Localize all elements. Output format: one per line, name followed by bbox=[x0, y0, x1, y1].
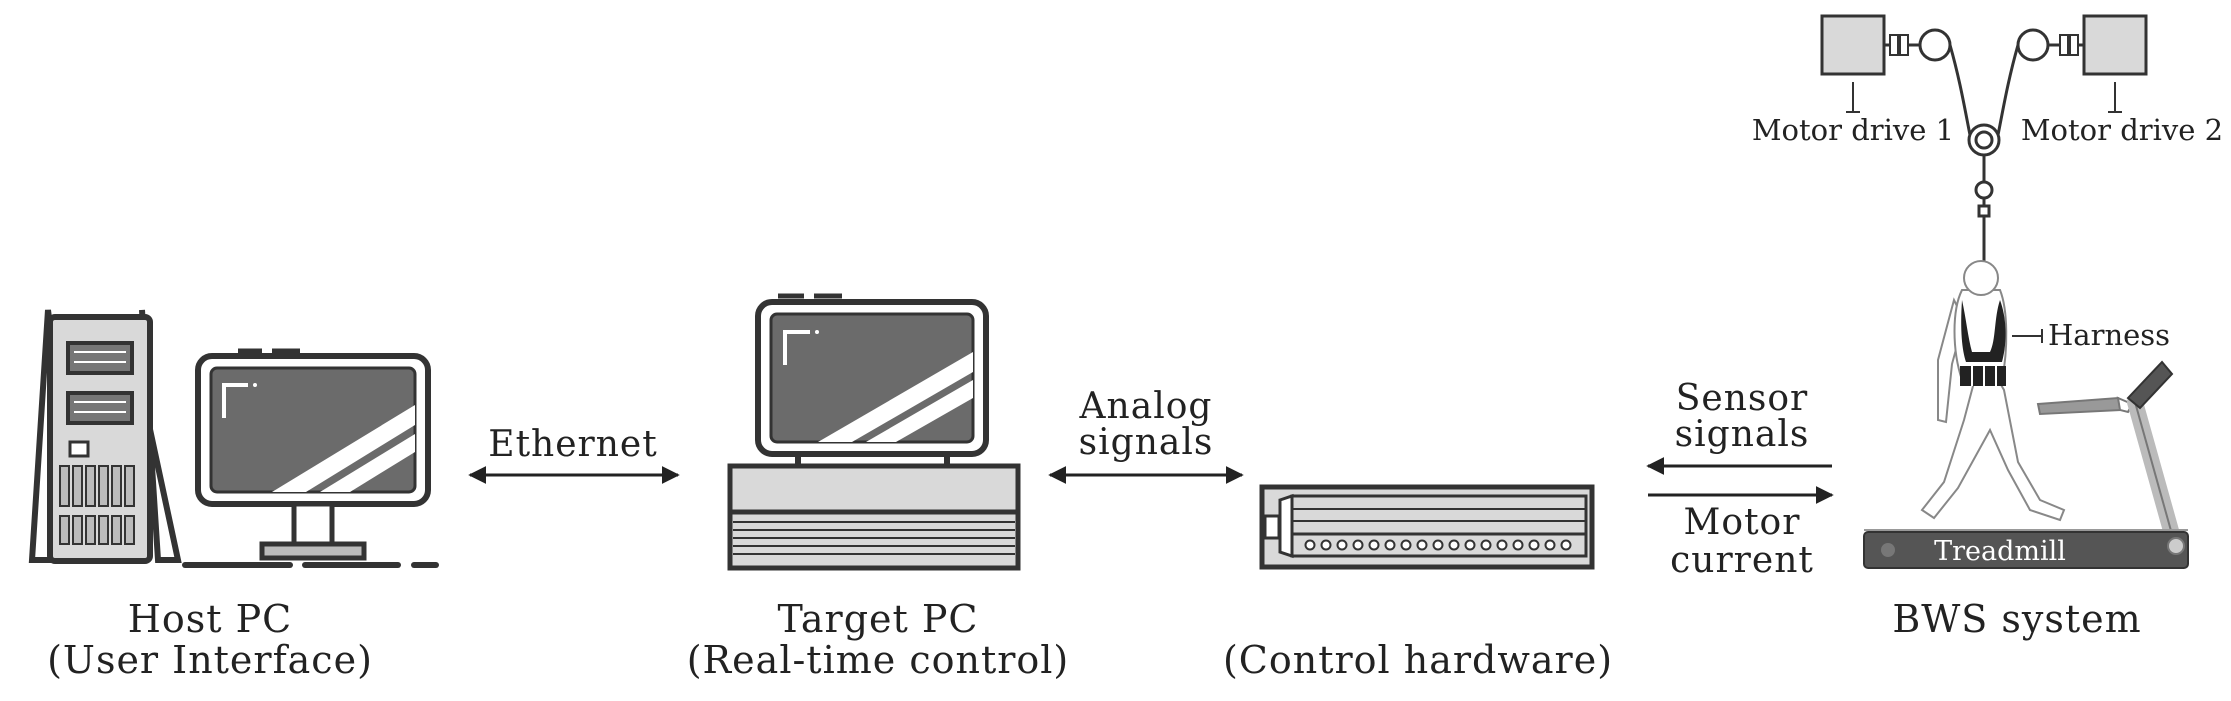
host-pc: Host PC (User Interface) bbox=[28, 309, 439, 682]
control-hardware-subtitle: (Control hardware) bbox=[1223, 638, 1613, 682]
motor-drive-2-label: Motor drive 2 bbox=[2021, 113, 2223, 147]
motor-current-line1: Motor bbox=[1684, 502, 1801, 543]
cable-pulley-icon bbox=[1948, 44, 2020, 268]
harness-label: Harness bbox=[2048, 318, 2170, 352]
treadmill-icon bbox=[1863, 360, 2189, 569]
ethernet-link: Ethernet bbox=[468, 424, 680, 484]
monitor-icon bbox=[182, 348, 439, 568]
sensor-signals-line2: signals bbox=[1675, 414, 1810, 455]
motor-drive-1-label: Motor drive 1 bbox=[1752, 113, 1954, 147]
motor-current-line2: current bbox=[1670, 540, 1814, 581]
ethernet-label: Ethernet bbox=[488, 424, 657, 465]
harness-icon bbox=[1960, 300, 2043, 386]
sensor-signals-line1: Sensor bbox=[1676, 378, 1809, 419]
tower-icon bbox=[28, 309, 182, 564]
target-monitor-icon bbox=[755, 293, 989, 466]
walking-person-icon bbox=[1920, 260, 2066, 522]
motor-drive-1-icon bbox=[1820, 14, 1952, 113]
analog-signals-link: Analog signals bbox=[1048, 386, 1244, 484]
target-case-icon bbox=[727, 463, 1021, 571]
analog-signals-line1: Analog bbox=[1079, 386, 1213, 427]
control-hardware: (Control hardware) bbox=[1223, 484, 1613, 682]
bws-system: Motor drive 1 Motor drive 2 Treadmill bbox=[1752, 14, 2223, 641]
bws-system-title: BWS system bbox=[1892, 597, 2141, 641]
analog-signals-line2: signals bbox=[1079, 422, 1214, 463]
control-board-icon bbox=[1259, 484, 1595, 570]
host-pc-subtitle: (User Interface) bbox=[47, 638, 373, 682]
target-pc: Target PC (Real-time control) bbox=[687, 293, 1070, 682]
target-pc-title: Target PC bbox=[777, 597, 978, 641]
sensor-signals-link: Sensor signals bbox=[1646, 378, 1832, 475]
target-pc-subtitle: (Real-time control) bbox=[687, 638, 1070, 682]
treadmill-label: Treadmill bbox=[1934, 536, 2066, 567]
motor-current-link: Motor current bbox=[1648, 486, 1834, 581]
host-pc-title: Host PC bbox=[128, 597, 293, 641]
motor-drive-2-icon bbox=[2016, 14, 2148, 113]
